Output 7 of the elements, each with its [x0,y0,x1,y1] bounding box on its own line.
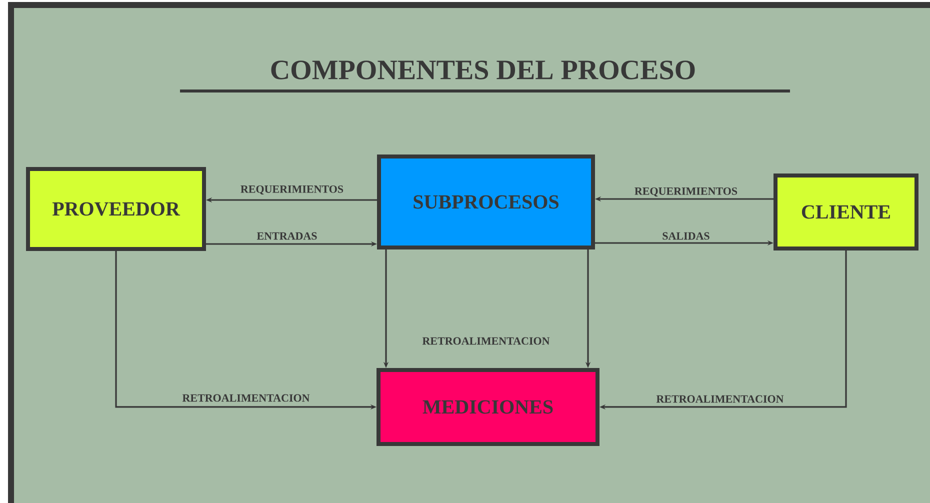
process-box: SUBPROCESOS [377,154,595,250]
process-box: PROVEEDOR [26,167,206,251]
process-box: MEDICIONES [376,368,600,446]
title: COMPONENTES DEL PROCESO [271,60,695,80]
edge-label: REQUERIMIENTOS [239,184,345,196]
edge-label: REQUERIMIENTOS [633,186,739,198]
process-box: CLIENTE [774,174,918,250]
